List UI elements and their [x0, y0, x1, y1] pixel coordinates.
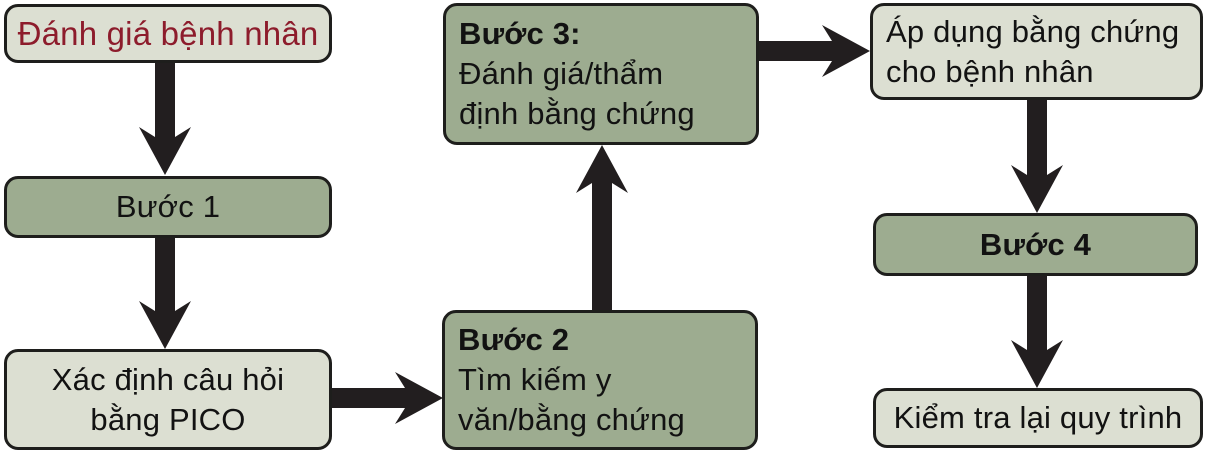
node-review: Kiểm tra lại quy trình [873, 388, 1203, 448]
node-apply-evidence: Áp dụng bằng chứng cho bệnh nhân [870, 3, 1203, 100]
node-apply-evidence-line2: cho bệnh nhân [886, 53, 1094, 89]
node-step2: Bước 2 Tìm kiếm y văn/bằng chứng [442, 310, 758, 450]
node-step3: Bước 3: Đánh giá/thẩm định bằng chứng [443, 3, 759, 145]
node-step4: Bước 4 [873, 213, 1198, 276]
arrow-step2-to-step3 [576, 145, 628, 311]
node-step1: Bước 1 [4, 176, 332, 238]
arrow-step1-to-pico [139, 236, 191, 349]
node-step3-line1: Đánh giá/thẩm [459, 56, 664, 91]
node-step2-title: Bước 2 [458, 322, 570, 357]
node-step2-line2: văn/bằng chứng [458, 402, 685, 437]
arrow-pico-to-step2 [331, 372, 443, 424]
node-apply-evidence-line1: Áp dụng bằng chứng [886, 13, 1180, 49]
node-step3-line2: định bằng chứng [459, 96, 695, 131]
arrow-apply-to-step4 [1011, 99, 1063, 213]
node-step4-label: Bước 4 [979, 226, 1092, 262]
arrow-step3-to-apply [758, 25, 870, 77]
node-review-label: Kiểm tra lại quy trình [893, 400, 1183, 435]
node-pico-line2: bằng PICO [90, 401, 246, 437]
node-step1-label: Bước 1 [115, 189, 221, 224]
node-pico: Xác định câu hỏi bằng PICO [4, 349, 332, 450]
arrow-assess-to-step1 [139, 60, 191, 175]
node-pico-line1: Xác định câu hỏi [51, 361, 285, 397]
arrow-step4-to-review [1011, 275, 1063, 388]
node-assess-patient: Đánh giá bệnh nhân [4, 4, 332, 63]
node-step2-line1: Tìm kiếm y [458, 362, 612, 397]
node-step3-title: Bước 3: [459, 16, 581, 51]
node-assess-patient-label: Đánh giá bệnh nhân [17, 14, 319, 52]
